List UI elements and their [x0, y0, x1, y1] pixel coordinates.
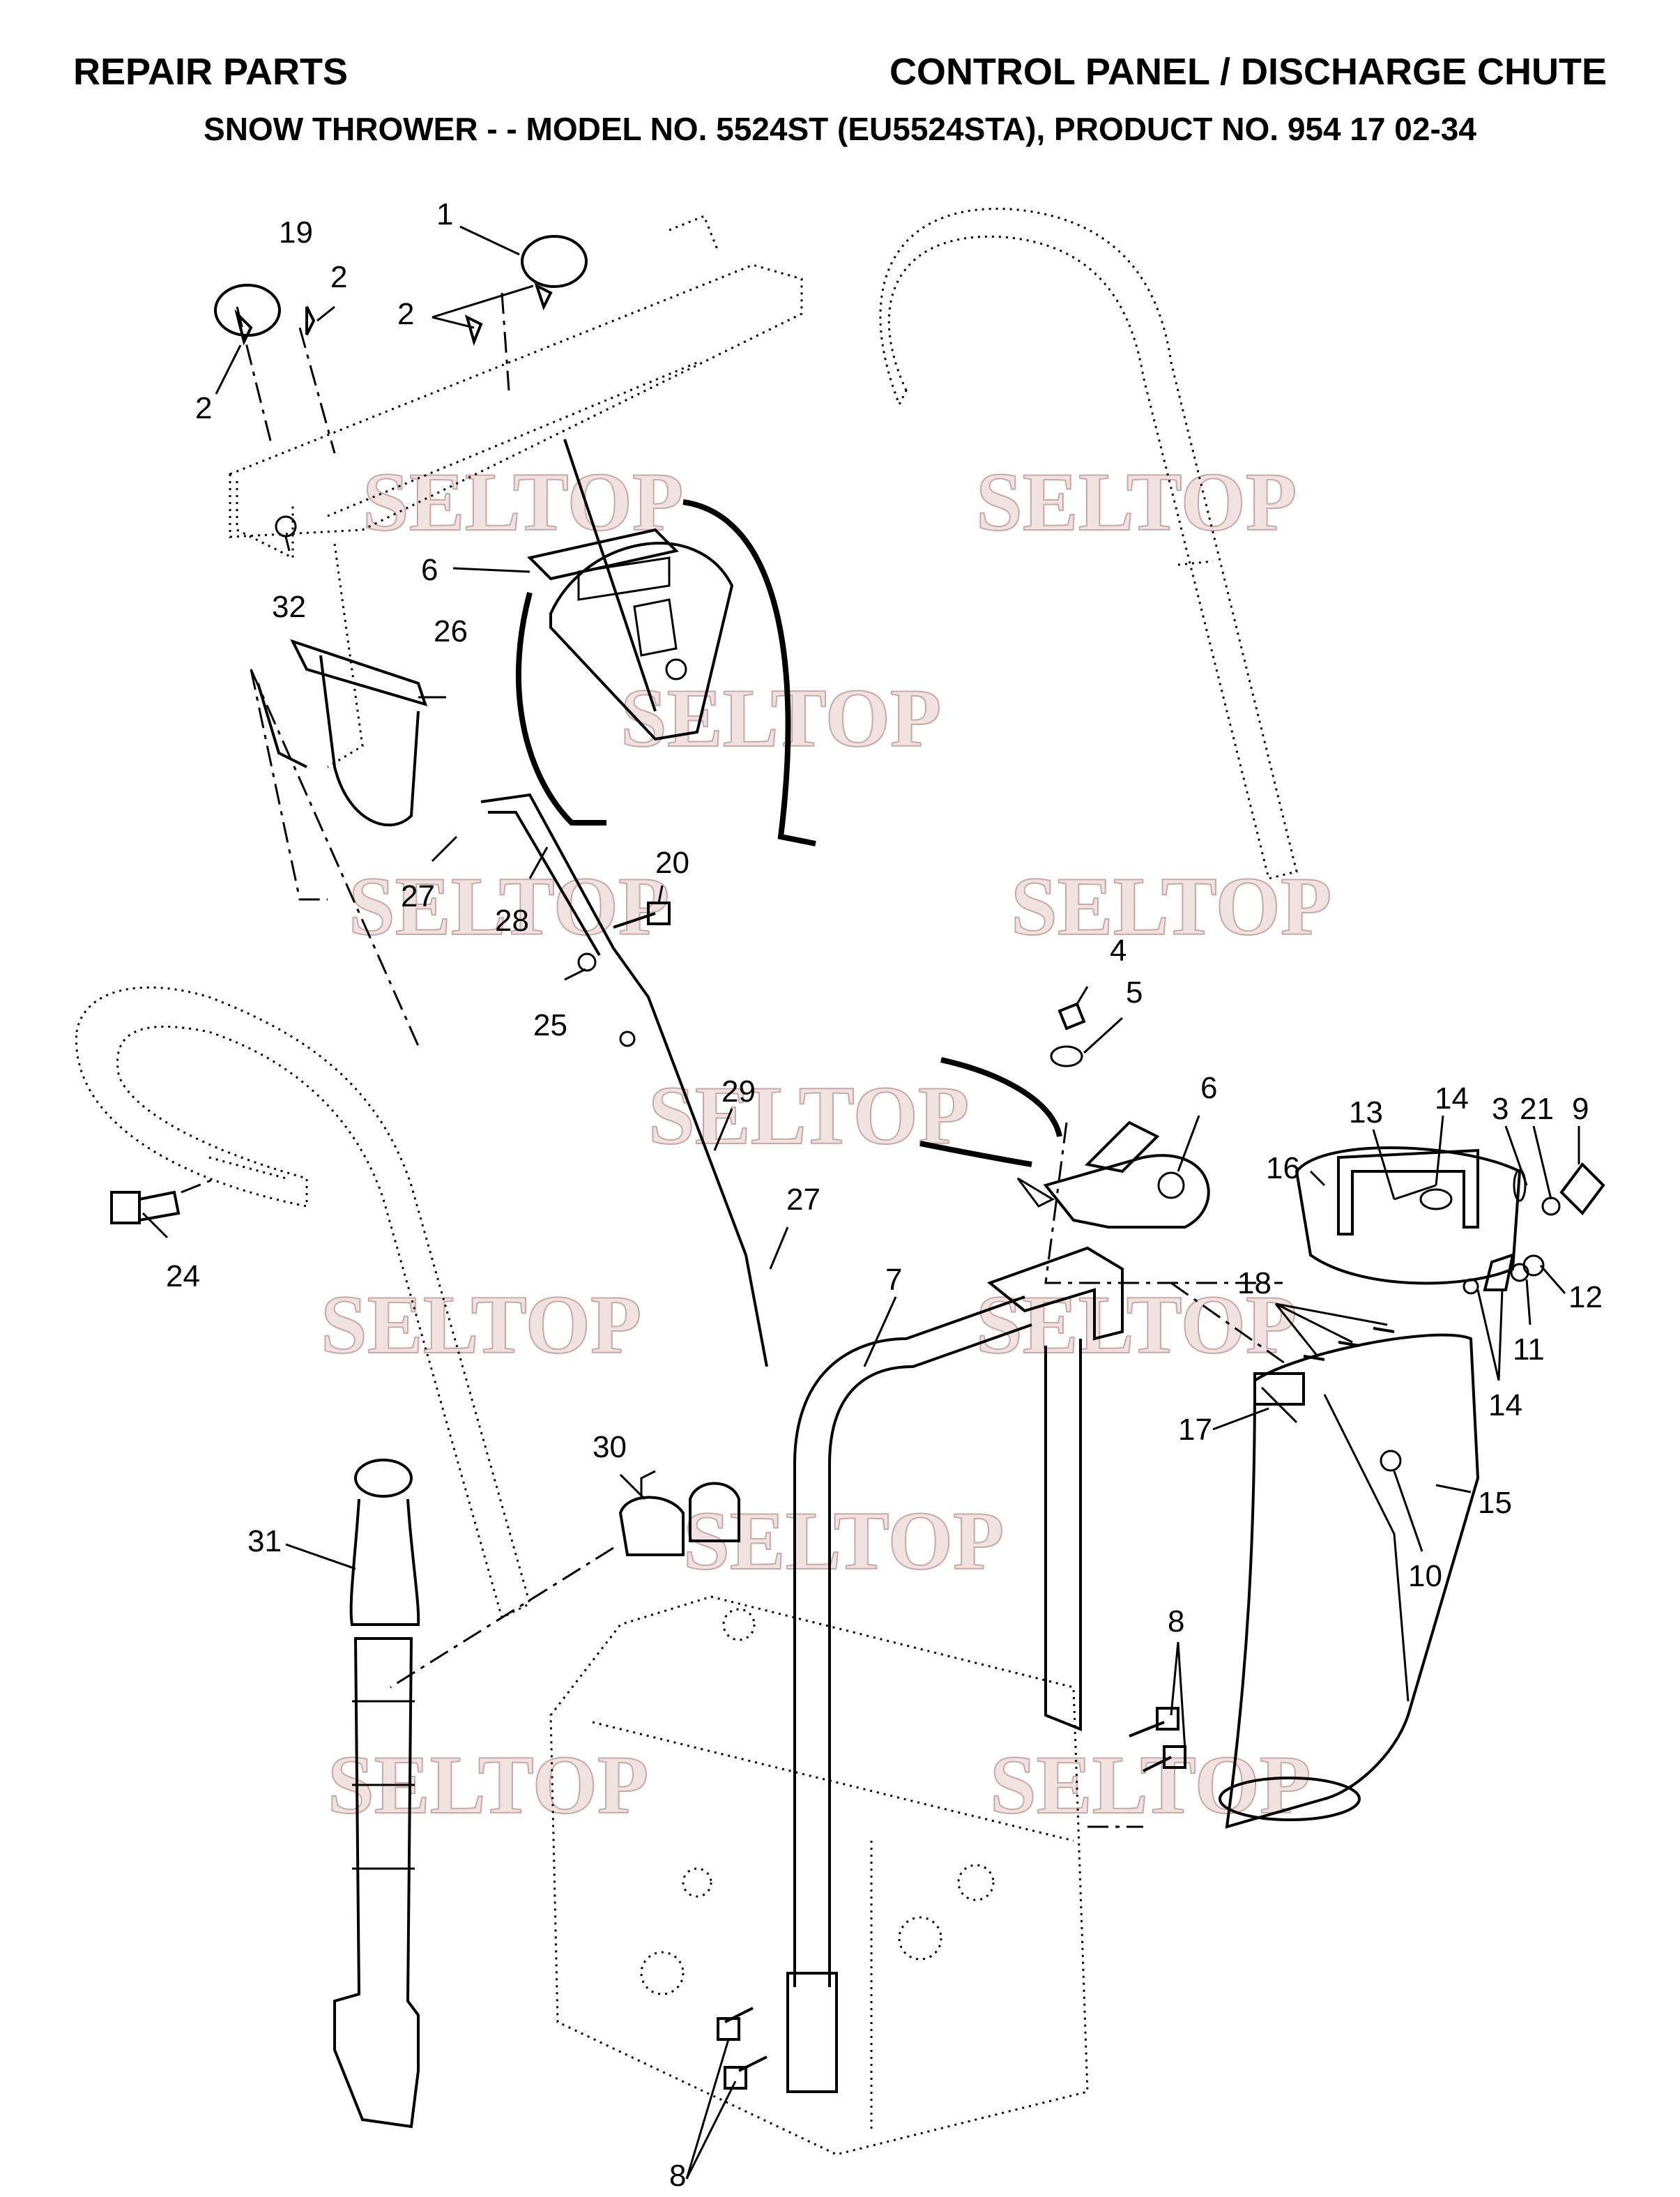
part-7-chute-crank-tube — [786, 1246, 1124, 2093]
watermark-text: SELTOP — [648, 1069, 969, 1162]
callout-8: 8 — [1168, 1604, 1184, 1639]
part-24-bolt — [110, 1190, 181, 1224]
callout-28: 28 — [495, 904, 529, 938]
callout-27: 27 — [401, 879, 435, 913]
part-26-bracket — [257, 639, 428, 827]
callout-2: 2 — [195, 391, 212, 425]
callouts: 1 19 2 2 2 32 6 26 27 28 20 25 4 5 6 29 … — [166, 197, 1603, 2193]
watermark-text: SELTOP — [321, 1278, 641, 1371]
part-8-bolts — [717, 1707, 1186, 2090]
callout-20: 20 — [655, 846, 689, 880]
callout-2: 2 — [397, 297, 414, 331]
upper-control-panel — [229, 215, 803, 768]
part-28-shift-rod — [480, 793, 768, 1367]
header-section-title: CONTROL PANEL / DISCHARGE CHUTE — [889, 51, 1607, 93]
chute-hardware — [1393, 1162, 1605, 1295]
callout-10: 10 — [1408, 1559, 1442, 1593]
watermark-text: SELTOP — [328, 1738, 648, 1831]
callout-13: 13 — [1349, 1095, 1383, 1130]
callout-6: 6 — [1200, 1071, 1217, 1105]
callout-2: 2 — [330, 260, 347, 294]
callout-27: 27 — [786, 1183, 820, 1217]
watermark-text: SELTOP — [1011, 860, 1331, 952]
callout-25: 25 — [533, 1008, 567, 1042]
callout-31: 31 — [247, 1524, 282, 1558]
chute-fasteners — [1303, 1327, 1402, 1472]
part-16-deflector — [1295, 1146, 1522, 1285]
part-6-speed-quadrant — [515, 439, 816, 846]
callout-15: 15 — [1478, 1486, 1512, 1520]
knobs-and-screws — [214, 235, 588, 538]
callout-19: 19 — [279, 215, 313, 250]
callout-26: 26 — [434, 614, 468, 648]
part-30-clamp — [618, 1470, 740, 1556]
callout-21: 21 — [1520, 1092, 1554, 1126]
callout-1: 1 — [436, 197, 453, 231]
lower-frame-plate — [549, 1595, 1089, 2156]
watermark-text: SELTOP — [349, 860, 669, 952]
watermark-text: SELTOP — [990, 1738, 1311, 1831]
watermark-text: SELTOP — [362, 455, 683, 548]
callout-14: 14 — [1435, 1081, 1469, 1116]
callout-6: 6 — [421, 553, 438, 587]
right-upper-handle — [879, 207, 1298, 880]
callout-24: 24 — [166, 1259, 200, 1293]
header-model-subtitle: SNOW THROWER - - MODEL NO. 5524ST (EU552… — [204, 111, 1476, 147]
callout-7: 7 — [885, 1263, 902, 1297]
part-6-chute-quadrant — [919, 1002, 1210, 1229]
callout-14: 14 — [1488, 1388, 1522, 1422]
callout-5: 5 — [1126, 975, 1143, 1010]
watermark-text: SELTOP — [620, 671, 941, 764]
callout-4: 4 — [1110, 934, 1127, 968]
callout-29: 29 — [721, 1074, 756, 1109]
callout-11: 11 — [1513, 1332, 1545, 1367]
header-repair-parts: REPAIR PARTS — [73, 51, 349, 93]
watermark-text: SELTOP — [976, 455, 1297, 548]
assembly-lines — [181, 292, 1290, 1828]
callout-30: 30 — [593, 1430, 627, 1464]
part-31-crank-handle — [333, 1459, 420, 2129]
callout-32: 32 — [272, 590, 306, 624]
callout-9: 9 — [1572, 1092, 1589, 1126]
callout-12: 12 — [1568, 1280, 1603, 1314]
leader-lines — [142, 225, 1580, 2180]
callout-17: 17 — [1178, 1413, 1212, 1447]
callout-16: 16 — [1266, 1151, 1300, 1185]
callout-3: 3 — [1492, 1092, 1509, 1126]
callout-8: 8 — [669, 2159, 686, 2193]
callout-18: 18 — [1237, 1266, 1272, 1300]
watermarks: SELTOP SELTOP SELTOP SELTOP SELTOP SELTO… — [320, 455, 1332, 1832]
part-15-discharge-chute — [1219, 1333, 1480, 1829]
